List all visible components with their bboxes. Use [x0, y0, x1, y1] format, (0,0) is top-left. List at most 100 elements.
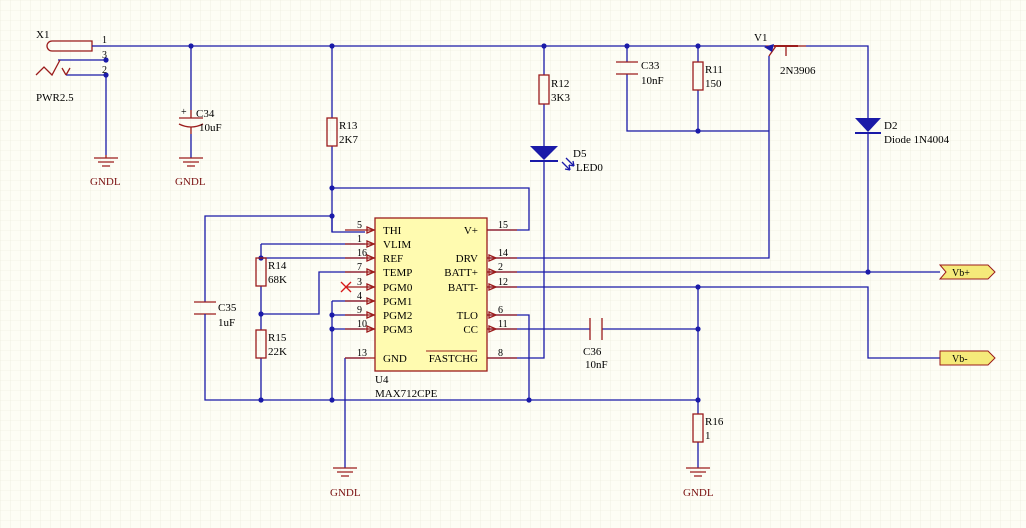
ic-pin-name-pgm1: PGM1	[383, 296, 412, 308]
r15-value: 22K	[268, 346, 287, 358]
ic-pin-num-pgm3: 10	[357, 319, 367, 330]
ic-pin-num-ref: 16	[357, 248, 367, 259]
svg-text:GNDL: GNDL	[330, 487, 361, 499]
r12-ref: R12	[551, 78, 569, 90]
capacitor-c36[interactable]: C36 10nF	[583, 318, 608, 371]
ic-pin-num-thi: 5	[357, 220, 362, 231]
ic-pin-num-gnd: 13	[357, 348, 367, 359]
x1-pin-1: 1	[102, 35, 107, 46]
r16-ref: R16	[705, 416, 724, 428]
ic-pin-num-batt: 12	[498, 277, 508, 288]
ground-symbol-x1: GNDL	[90, 155, 121, 188]
x1-value: PWR2.5	[36, 92, 74, 104]
svg-text:GNDL: GNDL	[90, 176, 121, 188]
ic-pin-name-thi: THI	[383, 225, 402, 237]
port-vb-minus[interactable]: Vb-	[939, 350, 996, 366]
ic-pin-name-vlim: VLIM	[383, 239, 411, 251]
r16-value: 1	[705, 430, 711, 442]
d5-ref: D5	[573, 148, 587, 160]
ic-pin-name-cc: CC	[463, 324, 478, 336]
u4-value: MAX712CPE	[375, 388, 438, 400]
ic-pin-num-fastchg: 8	[498, 348, 503, 359]
ic-pin-name-tlo: TLO	[457, 310, 478, 322]
c33-ref: C33	[641, 60, 660, 72]
ic-pin-num-vlim: 1	[357, 234, 362, 245]
no-connect-marker	[340, 281, 352, 293]
ic-pin-name-batt: BATT-	[448, 282, 478, 294]
ground-symbol-r16: GNDL	[683, 467, 714, 499]
ic-pin-name-ref: REF	[383, 253, 403, 265]
ic-pin-name-batt: BATT+	[444, 267, 478, 279]
resistor-r14[interactable]: R14 68K	[255, 257, 287, 287]
x1-pin-2: 2	[102, 65, 107, 76]
v1-value: 2N3906	[780, 65, 816, 77]
v1-ref: V1	[754, 32, 767, 44]
ic-pin-name-v: V+	[464, 225, 478, 237]
ic-pin-num-pgm2: 9	[357, 305, 362, 316]
resistor-r16[interactable]: R16 1	[692, 413, 724, 443]
r12-value: 3K3	[551, 92, 570, 104]
c35-value: 1uF	[218, 317, 235, 329]
c35-ref: C35	[218, 302, 237, 314]
ic-pin-name-drv: DRV	[456, 253, 478, 265]
ic-pin-num-pgm0: 3	[357, 277, 362, 288]
ic-pin-num-cc: 11	[498, 319, 508, 330]
ic-pin-arrow-pgm1	[366, 297, 376, 305]
resistor-r12[interactable]: R12 3K3	[538, 74, 570, 105]
r15-ref: R15	[268, 332, 287, 344]
d2-ref: D2	[884, 120, 897, 132]
svg-text:GNDL: GNDL	[683, 487, 714, 499]
r14-value: 68K	[268, 274, 287, 286]
ic-pin-arrow-pgm0	[366, 283, 376, 291]
ic-pin-name-temp: TEMP	[383, 267, 412, 279]
ic-pin-num-drv: 14	[498, 248, 508, 259]
resistor-r13[interactable]: R13 2K7	[326, 117, 358, 147]
ic-pin-arrow-tlo	[488, 311, 498, 319]
u4-ref: U4	[375, 374, 389, 386]
ic-pin-arrow-ref	[366, 254, 376, 262]
capacitor-c35[interactable]: C35 1uF	[194, 301, 237, 329]
svg-text:GNDL: GNDL	[175, 176, 206, 188]
ground-symbol-c34: GNDL	[175, 157, 206, 188]
resistor-r15[interactable]: R15 22K	[255, 329, 287, 359]
c33-value: 10nF	[641, 75, 664, 87]
ground-symbol-u4: GNDL	[330, 467, 361, 499]
diode-d2[interactable]: D2 Diode 1N4004	[855, 118, 950, 146]
ic-pin-num-v: 15	[498, 220, 508, 231]
svg-text:Vb-: Vb-	[952, 354, 968, 365]
capacitor-c34[interactable]: C34 10uF +	[178, 107, 222, 134]
r13-ref: R13	[339, 120, 358, 132]
c36-ref: C36	[583, 346, 602, 358]
ic-pin-name-fastchg: FASTCHG	[429, 353, 478, 365]
transistor-v1[interactable]: V1 2N3906	[754, 32, 816, 77]
ic-pin-num-temp: 7	[357, 262, 362, 273]
port-vb-plus[interactable]: Vb+	[938, 264, 996, 280]
ic-pin-arrow-pgm3	[366, 325, 376, 333]
ic-pin-name-pgm0: PGM0	[383, 282, 413, 294]
ic-pin-arrow-thi	[366, 226, 376, 234]
ic-pin-arrow-temp	[366, 268, 376, 276]
power-jack-x1[interactable]: X1 PWR2.5 1 3 2	[35, 29, 107, 104]
ic-pin-num-pgm1: 4	[357, 291, 362, 302]
capacitor-c33[interactable]: C33 10nF	[616, 60, 664, 87]
d5-value: LED0	[576, 162, 603, 174]
svg-text:Vb+: Vb+	[952, 268, 970, 279]
r11-value: 150	[705, 78, 722, 90]
c34-polarity: +	[181, 107, 187, 118]
ic-pin-arrow-batt	[488, 283, 498, 291]
ic-pin-name-pgm2: PGM2	[383, 310, 412, 322]
c34-ref: C34	[196, 108, 215, 120]
r11-ref: R11	[705, 64, 723, 76]
ic-pin-num-tlo: 6	[498, 305, 503, 316]
resistor-r11[interactable]: R11 150	[692, 61, 723, 91]
ic-pin-arrow-batt	[488, 268, 498, 276]
ic-pin-arrow-pgm2	[366, 311, 376, 319]
r13-value: 2K7	[339, 134, 358, 146]
led-d5[interactable]: D5 LED0	[530, 146, 603, 174]
ic-pin-arrow-drv	[488, 254, 498, 262]
ic-pin-num-batt: 2	[498, 262, 503, 273]
